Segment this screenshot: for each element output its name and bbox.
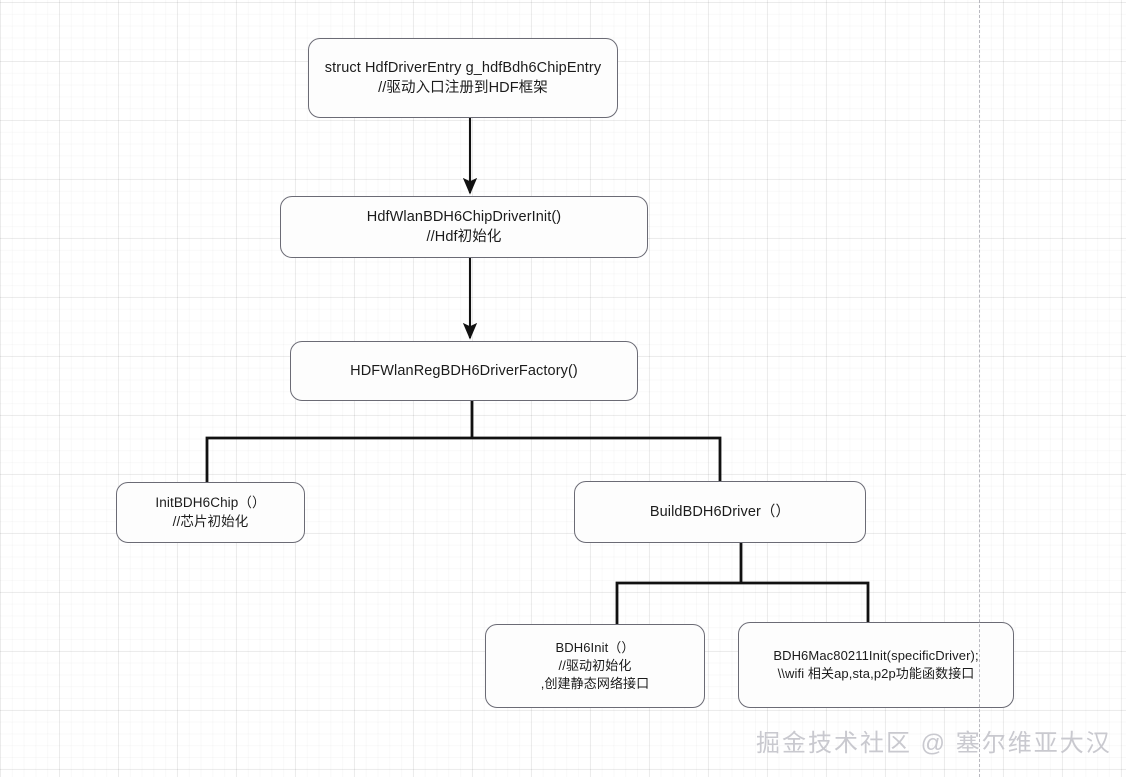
node-entry-line-1: struct HdfDriverEntry g_hdfBdh6ChipEntry (324, 60, 602, 76)
node-mac80211-line-2: \\wifi 相关ap,sta,p2p功能函数接口 (777, 666, 975, 681)
node-mac80211-line-1: BDH6Mac80211Init(specificDriver); (773, 648, 979, 664)
watermark-text: 掘金技术社区 @ 塞尔维亚大汉 (756, 730, 1112, 757)
node-entry-line-2: //驱动入口注册到HDF框架 (378, 80, 548, 96)
node-factory-line-1: HDFWlanRegBDH6DriverFactory() (350, 363, 578, 379)
node-bdh6-mac80211-init[interactable]: BDH6Mac80211Init(specificDriver); \\wifi… (738, 622, 1014, 708)
node-hdfwlan-bdh6-chip-driver-init[interactable]: HdfWlanBDH6ChipDriverInit() //Hdf初始化 (280, 196, 648, 258)
node-bdh6init-line-1: BDH6Init（） (555, 640, 635, 656)
edge-builddriver-split (615, 541, 870, 626)
node-bdh6-init[interactable]: BDH6Init（） //驱动初始化 ,创建静态网络接口 (485, 624, 705, 708)
edge-factory-split (205, 399, 722, 484)
node-initchip-line-2: //芯片初始化 (172, 513, 249, 529)
node-bdh6init-line-3: ,创建静态网络接口 (540, 675, 650, 691)
node-builddriver-line-1: BuildBDH6Driver（） (649, 504, 791, 520)
node-hdfinit-line-2: //Hdf初始化 (426, 229, 502, 245)
node-hdf-driver-entry[interactable]: struct HdfDriverEntry g_hdfBdh6ChipEntry… (308, 38, 618, 118)
node-bdh6init-line-2: //驱动初始化 (558, 658, 632, 674)
node-initchip-line-1: InitBDH6Chip（） (155, 494, 266, 510)
node-hdfinit-line-1: HdfWlanBDH6ChipDriverInit() (366, 209, 562, 225)
page-break-guide (979, 0, 980, 777)
node-init-bdh6-chip[interactable]: InitBDH6Chip（） //芯片初始化 (116, 482, 305, 543)
node-build-bdh6-driver[interactable]: BuildBDH6Driver（） (574, 481, 866, 543)
node-hdfwlan-reg-bdh6-driver-factory[interactable]: HDFWlanRegBDH6DriverFactory() (290, 341, 638, 401)
